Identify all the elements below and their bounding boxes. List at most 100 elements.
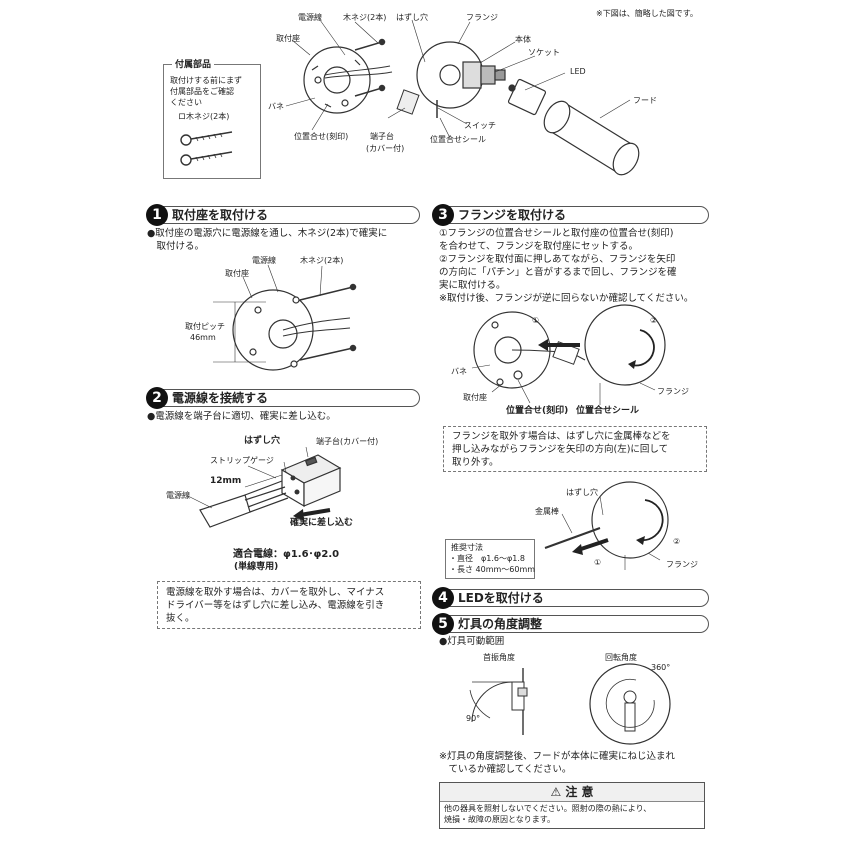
accessories-line-2: 付属部品をご確認 [170,87,234,96]
step3-label-align-seal: 位置合せシール [576,406,640,416]
step2-note-line-3: 抜く。 [166,613,195,624]
step5-rotate-label: 回転角度 [605,653,637,662]
label-led-top: LED [570,67,586,76]
step2-label-removal-hole: はずし穴 [244,436,281,446]
label-flange-top: フランジ [466,13,498,22]
step2-note-line-1: 電源線を取外す場合は、カバーを取外し、マイナス [166,587,385,598]
section-5-title: 灯具の角度調整 [458,617,543,631]
step1-label-power-wire: 電源線 [252,256,276,265]
section-5-number: 5 [432,613,454,635]
step3-label-spring: バネ [451,367,467,376]
caution-title: ⚠ 注 意 [440,783,704,802]
step1-label-pitch-value: 46mm [190,333,216,342]
label-switch-top: スイッチ [464,121,496,130]
step3-note-line-2: 押し込みながらフランジを矢印の方向(左)に回して [452,444,669,455]
step5-note-line-1: ※灯具の角度調整後、フードが本体に確実にねじ込まれ [439,751,675,762]
step5-tilt-value: 90° [466,714,481,723]
step3-removal-label-flange: フランジ [666,560,698,569]
step3-label-circle1: ① [532,316,540,325]
section-2-number: 2 [146,387,168,409]
parts-exploded-diagram [285,19,640,176]
recommended-diameter: ・直径 φ1.6〜φ1.8 [449,554,525,563]
step3-removal-circle2: ② [673,537,681,546]
step5-rotate-value: 360° [651,663,671,672]
step3-label-mount-base: 取付座 [463,393,487,402]
step1-text-line-1: ●取付座の電源穴に電源線を通し、木ネジ(2本)で確実に [147,228,388,239]
step3-text-line-6: ※取付け後、フランジが逆に回らないか確認してください。 [439,293,694,304]
section-1-header: 1 取付座を取付ける [146,204,420,226]
step1-label-pitch: 取付ピッチ [185,322,225,331]
step3-text-line-3: ②フランジを取付面に押しあてながら、フランジを矢印 [439,254,676,265]
caution-line-1: 他の器具を照射しないでください。照射の際の熱により、 [444,804,652,813]
label-cover-attached-top: (カバー付) [366,144,405,153]
step1-label-wood-screw: 木ネジ(2本) [300,256,344,265]
step3-removal-note: フランジを取外す場合は、はずし穴に金属棒などを 押し込みながらフランジを矢印の方… [443,426,707,472]
section-1-title: 取付座を取付ける [172,208,269,222]
label-terminal-block-top: 端子台 [370,132,394,141]
step2-removal-note: 電源線を取外す場合は、カバーを取外し、マイナス ドライバー等をはずし穴に差し込み… [157,581,421,629]
recommended-length: ・長さ 40mm〜60mm [449,565,536,574]
step3-label-flange: フランジ [657,387,689,396]
step3-removal-label-rod: 金属棒 [535,507,559,516]
step3-label-align-mark: 位置合せ(刻印) [506,406,569,416]
wood-screw-icon [180,131,233,166]
step3-note-line-3: 取り外す。 [452,457,499,468]
step1-text-line-2: 取付ける。 [147,241,205,252]
label-mount-base-top: 取付座 [276,34,300,43]
accessories-line-3: ください [170,98,202,107]
step2-wire-spec: 適合電線：φ1.6･φ2.0 [233,549,340,560]
step2-label-length: 12mm [210,476,242,486]
step3-label-circle2: ② [650,316,658,325]
section-3-title: フランジを取付ける [458,208,567,222]
section-2-title: 電源線を接続する [172,391,269,405]
step3-text-line-2: を合わせて、フランジを取付座にセットする。 [439,241,639,252]
step5-range-title: ●灯具可動範囲 [439,636,505,647]
label-removal-hole-top: はずし穴 [396,13,428,22]
section-4-header: 4 LEDを取付ける [432,587,709,609]
step5-note-line-2: ているか確認してください。 [439,764,572,775]
label-spring-top: バネ [268,102,284,111]
step5-tilt-label: 首振角度 [483,653,515,662]
step2-instructions: ●電源線を端子台に適切、確実に差し込む。 [147,411,336,422]
recommended-size-title: 推奨寸法 [451,543,483,552]
section-2-header: 2 電源線を接続する [146,387,420,409]
accessories-item: ロ木ネジ(2本) [178,112,230,121]
label-socket-top: ソケット [528,48,560,57]
step2-label-strip-gauge: ストリップゲージ [210,456,274,465]
accessories-box: 付属部品 取付けする前にまず 付属部品をご確認 ください ロ木ネジ(2本) [163,57,261,179]
label-power-wire-top: 電源線 [298,13,322,22]
step3-note-line-1: フランジを取外す場合は、はずし穴に金属棒などを [452,431,671,442]
step1-label-mount-base: 取付座 [225,269,249,278]
step2-label-power-wire: 電源線 [166,491,190,500]
section-1-number: 1 [146,204,168,226]
step3-text-line-4: の方向に「パチン」と音がするまで回し、フランジを確 [439,267,677,278]
caution-line-2: 焼損・故障の原因となります。 [444,815,555,824]
label-alignment-mark-top: 位置合せ(刻印) [294,132,349,141]
step2-label-terminal-block: 端子台(カバー付) [316,437,379,446]
step3-text-line-5: 実に取付ける。 [439,280,506,291]
section-4-number: 4 [432,587,454,609]
section-3-number: 3 [432,204,454,226]
step2-wire-note: (単線専用) [234,562,279,572]
step2-note-line-2: ドライバー等をはずし穴に差し込み、電源線を引き [166,600,385,611]
accessories-line-1: 取付けする前にまず [170,76,242,85]
simplified-diagram-note: ※下図は、簡略した図です。 [596,9,698,18]
label-alignment-seal-top: 位置合せシール [430,135,486,144]
step3-text-line-1: ①フランジの位置合せシールと取付座の位置合せ(刻印) [439,228,674,239]
section-4-title: LEDを取付ける [458,591,544,605]
step3-instructions: ①フランジの位置合せシールと取付座の位置合せ(刻印) を合わせて、フランジを取付… [439,227,693,305]
label-wood-screw-top: 木ネジ(2本) [343,13,387,22]
step1-instructions: ●取付座の電源穴に電源線を通し、木ネジ(2本)で確実に 取付ける。 [147,227,387,253]
step3-removal-label-hole: はずし穴 [566,488,598,497]
step2-label-insert: 確実に差し込む [290,518,354,528]
label-hood-top: フード [633,96,657,105]
step5-note: ※灯具の角度調整後、フードが本体に確実にねじ込まれ ているか確認してください。 [439,750,675,776]
step3-removal-circle1: ① [594,558,602,567]
section-5-header: 5 灯具の角度調整 [432,613,709,635]
label-body-top: 本体 [515,35,531,44]
